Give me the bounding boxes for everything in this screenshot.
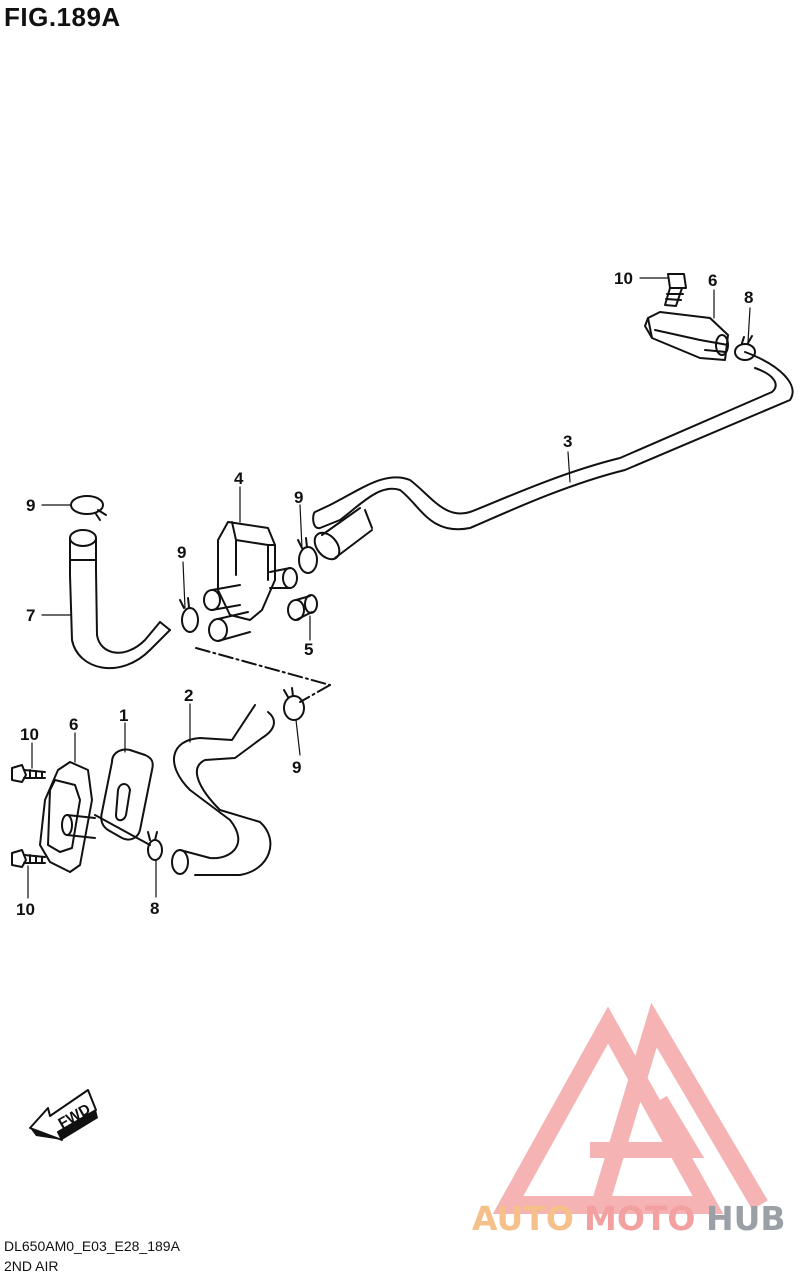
clamp-9-c (297, 537, 318, 574)
hose-2 (171, 704, 275, 876)
leader-lines (27, 277, 751, 899)
fwd-arrow-icon: FWD (29, 1089, 98, 1141)
callout-8-bottom: 8 (150, 899, 159, 918)
clamp-9-d (283, 687, 305, 721)
callout-1: 1 (119, 706, 128, 725)
hose-3 (312, 351, 794, 561)
clamp-8-bottom (147, 831, 163, 861)
hose-7 (69, 529, 171, 669)
section-label: 2ND AIR (4, 1258, 59, 1274)
callout-6-bottom: 6 (69, 715, 78, 734)
figure-title: FIG.189A (4, 2, 121, 32)
watermark-text: AUTO MOTO HUB (472, 1199, 786, 1238)
callout-7: 7 (26, 606, 35, 625)
callout-9-d: 9 (292, 758, 301, 777)
svg-text:HUB: HUB (706, 1199, 786, 1238)
clamp-8-top (734, 335, 756, 361)
svg-text:AUTO: AUTO (472, 1199, 574, 1238)
callout-8-top: 8 (744, 288, 753, 307)
svg-text:MOTO: MOTO (584, 1199, 695, 1238)
callout-9-a: 9 (26, 496, 35, 515)
callout-10-top: 10 (614, 269, 633, 288)
callout-6-top: 6 (708, 271, 717, 290)
watermark-logo (492, 1002, 768, 1214)
callout-10-bottom-b: 10 (16, 900, 35, 919)
callout-9-c: 9 (177, 543, 186, 562)
clamp-9-b (179, 597, 199, 633)
callout-9-b: 9 (294, 488, 303, 507)
callout-4: 4 (234, 469, 244, 488)
bolt-10-bottom-b (11, 849, 46, 868)
clamp-9-a (70, 495, 107, 521)
valve-4 (203, 521, 298, 642)
bolt-10-top (664, 273, 687, 307)
bracket-6-top (644, 311, 729, 361)
plug-5 (287, 594, 318, 621)
callout-5: 5 (304, 640, 313, 659)
callout-3: 3 (563, 432, 572, 451)
bolt-10-bottom-a (11, 764, 46, 783)
bracket-6-bottom (39, 761, 151, 873)
gasket-1 (100, 748, 154, 841)
guide-lines (195, 647, 331, 703)
figure-code: DL650AM0_E03_E28_189A (4, 1238, 180, 1254)
callout-2: 2 (184, 686, 193, 705)
callout-10-bottom-a: 10 (20, 725, 39, 744)
